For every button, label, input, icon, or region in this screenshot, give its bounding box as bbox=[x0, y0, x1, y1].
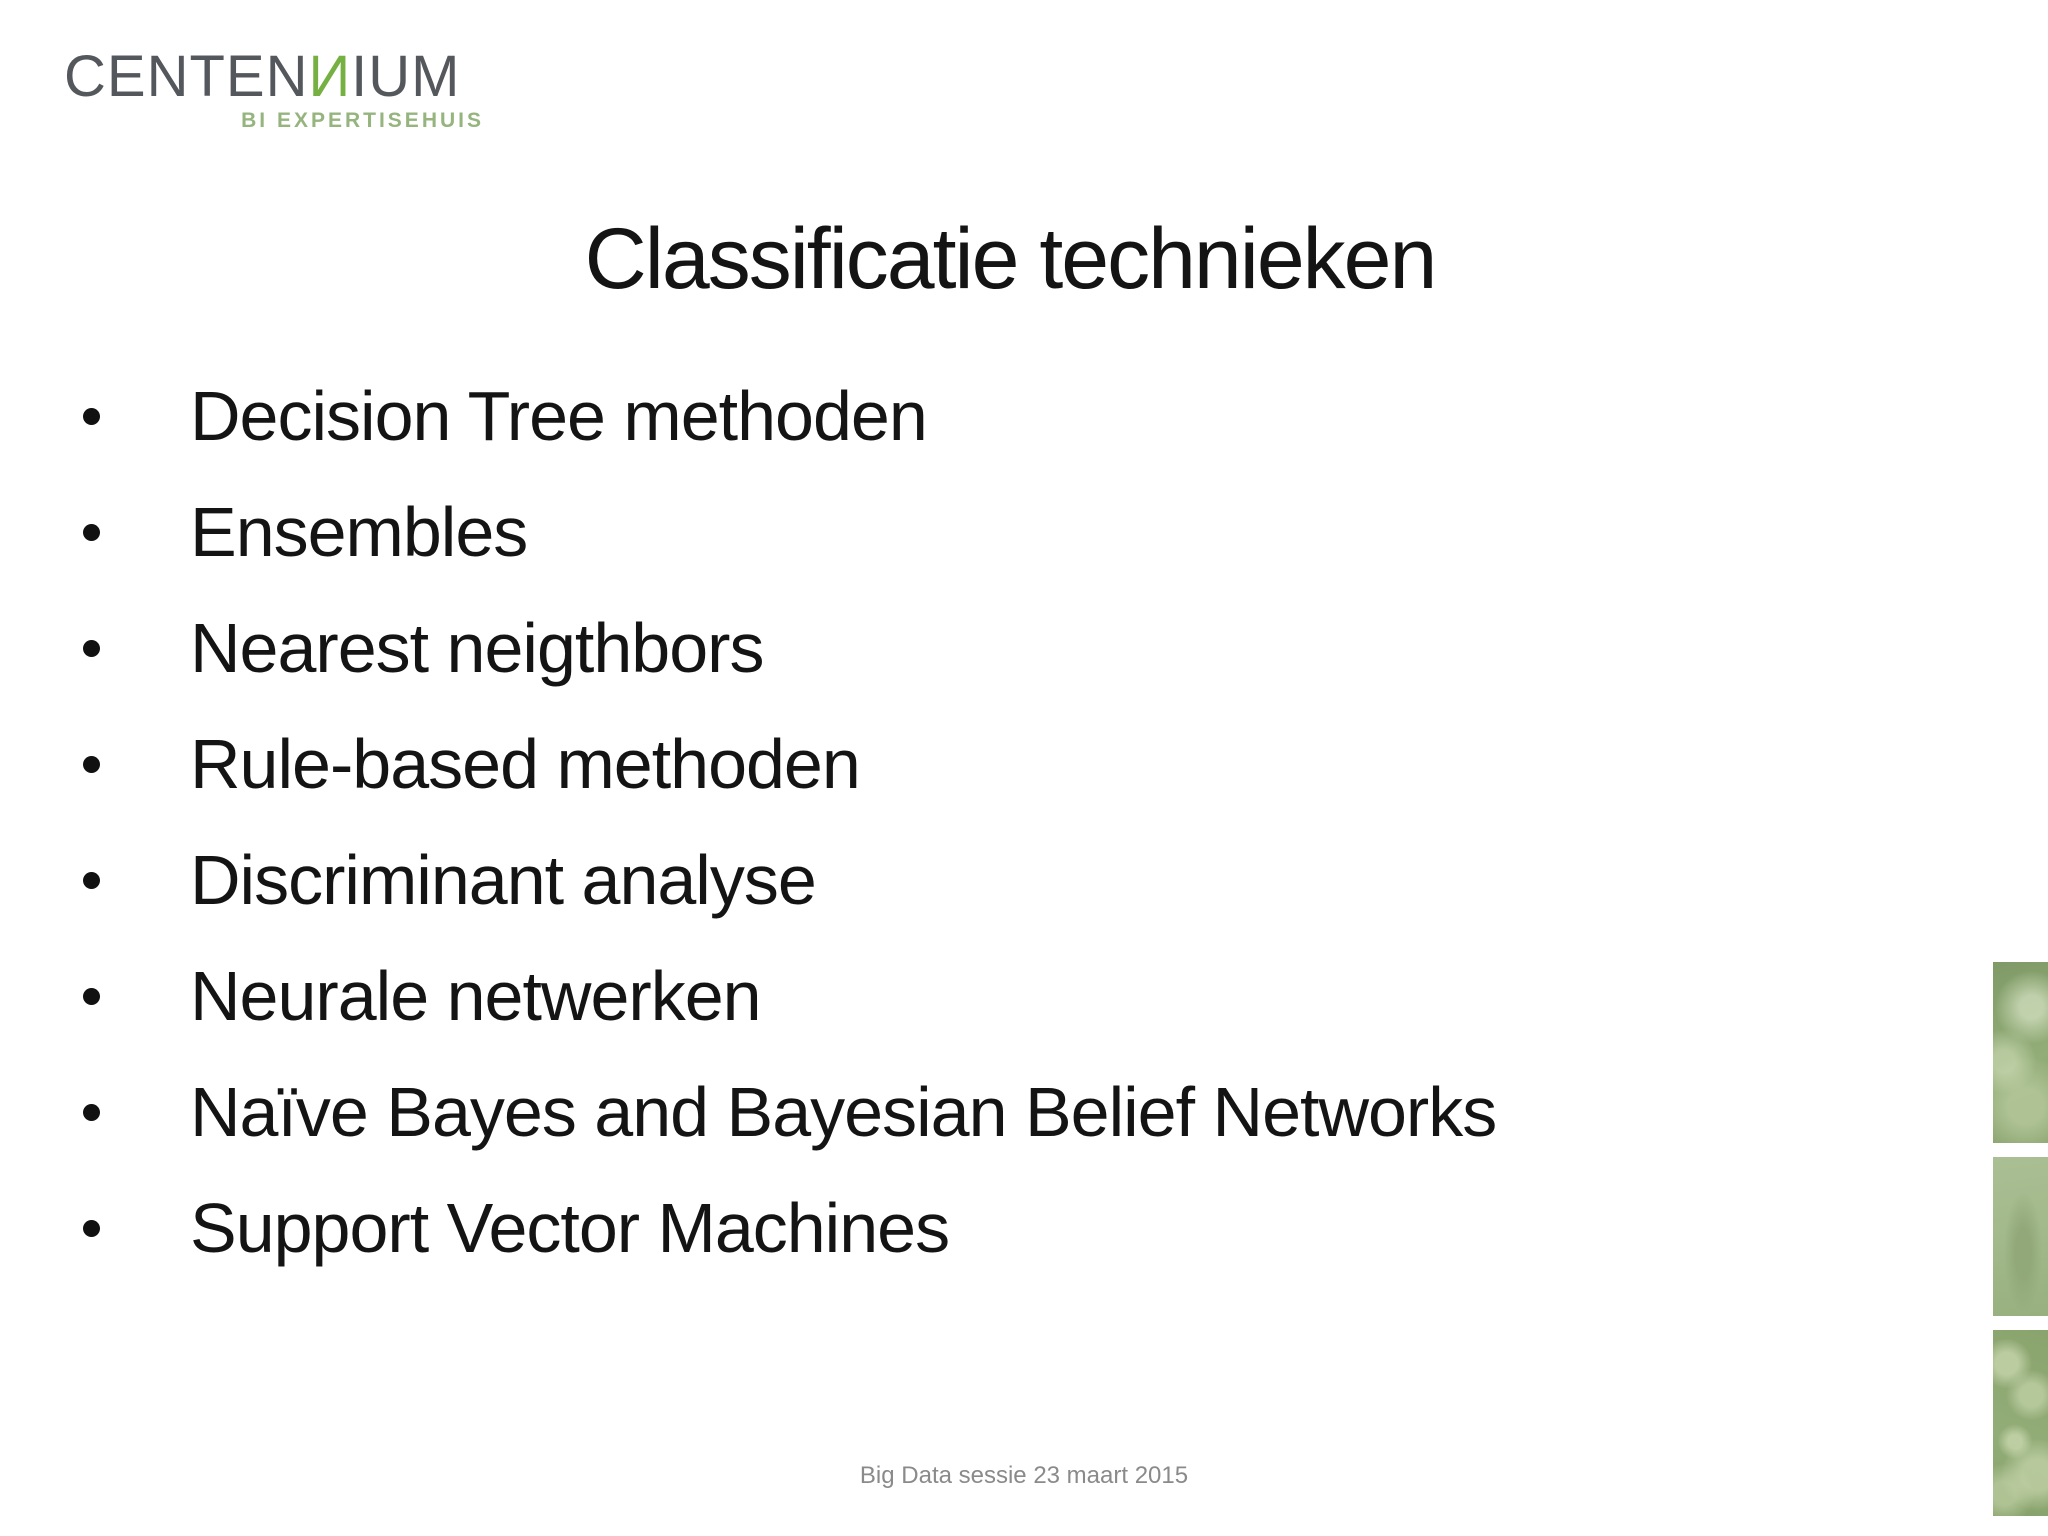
leaf-texture-image-1 bbox=[1993, 962, 2048, 1143]
bullet-icon bbox=[83, 987, 100, 1005]
bullet-label: Discriminant analyse bbox=[190, 841, 817, 919]
bullet-icon bbox=[83, 1103, 100, 1121]
centennium-logo: CENTENИIUM BI EXPERTISEHUIS bbox=[64, 48, 484, 132]
bullet-label: Support Vector Machines bbox=[190, 1189, 950, 1267]
bullet-label: Naïve Bayes and Bayesian Belief Networks bbox=[190, 1073, 1497, 1151]
bullet-label: Decision Tree methoden bbox=[190, 377, 928, 455]
bullet-icon bbox=[83, 639, 100, 657]
bullet-label: Nearest neigthbors bbox=[190, 609, 764, 687]
bullet-icon bbox=[83, 407, 100, 425]
title-container: Classificatie technieken bbox=[0, 212, 2020, 307]
logo-text-suffix: IUM bbox=[351, 44, 461, 109]
bullet-label: Neurale netwerken bbox=[190, 957, 762, 1035]
bullet-list: Decision Tree methoden Ensembles Nearest… bbox=[0, 358, 1900, 1286]
list-item: Naïve Bayes and Bayesian Belief Networks bbox=[0, 1054, 1900, 1170]
list-item: Neurale netwerken bbox=[0, 938, 1900, 1054]
leaf-texture-image-2 bbox=[1993, 1157, 2048, 1316]
list-item: Discriminant analyse bbox=[0, 822, 1900, 938]
logo-wordmark: CENTENИIUM bbox=[64, 48, 484, 106]
bullet-label: Rule-based methoden bbox=[190, 725, 861, 803]
bullet-icon bbox=[83, 871, 100, 889]
list-item: Nearest neigthbors bbox=[0, 590, 1900, 706]
list-item: Decision Tree methoden bbox=[0, 358, 1900, 474]
bullet-icon bbox=[83, 523, 100, 541]
logo-reversed-n: И bbox=[308, 44, 352, 109]
slide-footer: Big Data sessie 23 maart 2015 bbox=[859, 1462, 1189, 1489]
list-item: Rule-based methoden bbox=[0, 706, 1900, 822]
logo-tagline: BI EXPERTISEHUIS bbox=[241, 109, 484, 132]
bullet-label: Ensembles bbox=[190, 493, 528, 571]
slide-title: Classificatie technieken bbox=[584, 211, 1438, 307]
list-item: Support Vector Machines bbox=[0, 1170, 1900, 1286]
leaf-droplets-image-3 bbox=[1993, 1330, 2048, 1516]
list-item: Ensembles bbox=[0, 474, 1900, 590]
logo-text-prefix: CENTEN bbox=[64, 44, 309, 109]
bullet-icon bbox=[83, 755, 100, 773]
bullet-icon bbox=[83, 1219, 100, 1237]
